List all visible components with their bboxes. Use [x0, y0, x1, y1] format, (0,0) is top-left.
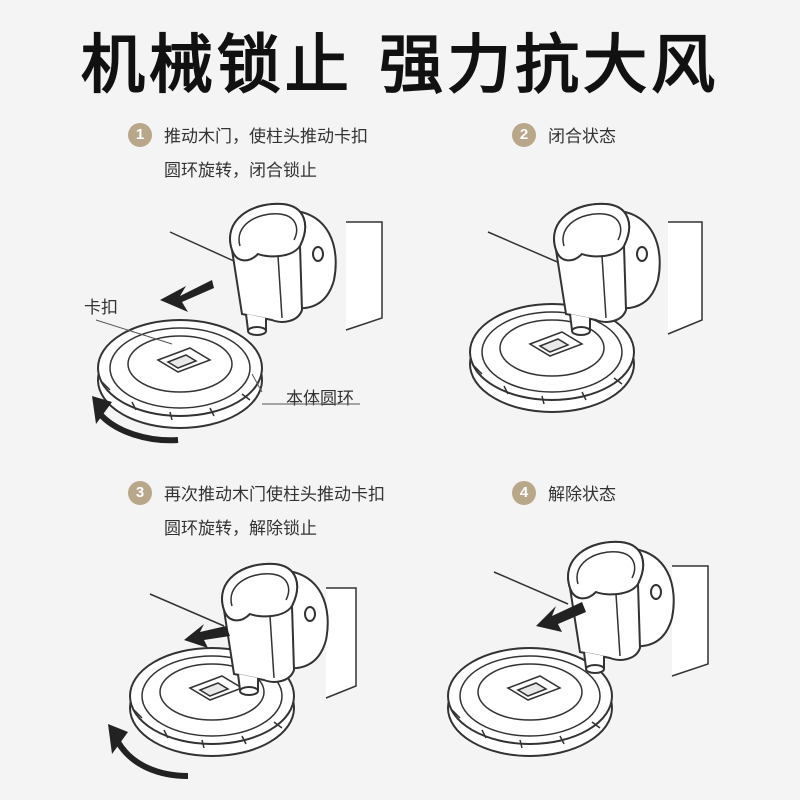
panel-2-illustration [470, 204, 702, 412]
panel-1-illustration [92, 204, 382, 440]
panel-4-illustration [448, 542, 708, 756]
panel-3-illustration [108, 564, 356, 776]
